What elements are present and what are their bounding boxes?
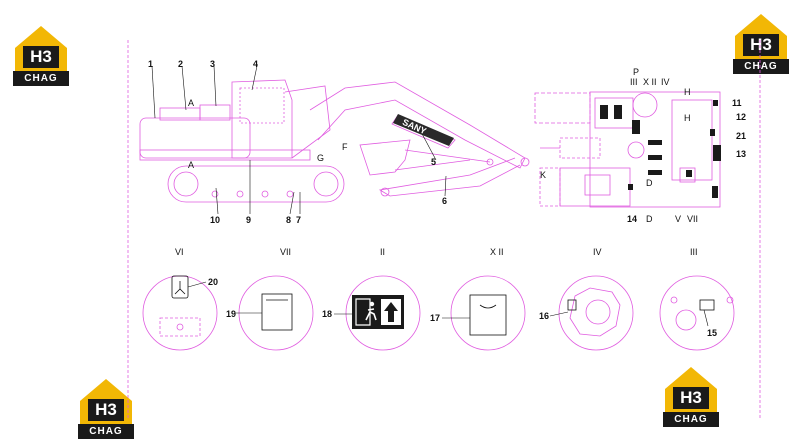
callout-2: 2 [178,59,184,69]
view-mark-d-bottom: D [646,214,653,224]
detail-heading-iv: IV [593,247,602,257]
excavator-top-view [534,91,721,208]
logo-mark: H3 [88,399,124,421]
callout-18: 18 [322,309,333,319]
view-mark-p: P [633,67,640,77]
logo-tag: CHAG [13,71,69,86]
callout-10: 10 [210,215,221,225]
callout-21: 21 [736,131,747,141]
callout-1: 1 [148,59,154,69]
logo-top-left: H3 CHAG [13,24,69,86]
callout-19: 19 [226,309,237,319]
section-mark-g: G [317,153,325,163]
logo-tag: CHAG [78,424,134,439]
detail-heading-ii: II [380,247,386,257]
callout-6: 6 [442,196,448,206]
callout-3: 3 [210,59,216,69]
callout-15: 15 [707,328,718,338]
section-mark-a-top: A [188,98,195,108]
callout-14: 14 [627,214,638,224]
detail-circle-iv [558,275,634,351]
logo-mark: H3 [23,46,59,68]
callout-16: 16 [539,311,550,321]
excavator-side-view [139,79,530,203]
callout-12: 12 [736,112,747,122]
callout-5: 5 [431,157,437,167]
logo-tag: CHAG [733,59,789,74]
view-mark-iv: IV [661,77,670,87]
detail-heading-vi: VI [175,247,184,257]
logo-mark: H3 [673,387,709,409]
logo-top-right: H3 CHAG [733,12,789,74]
boom-brand-band [393,114,454,146]
view-mark-vii: VII [687,214,699,224]
callout-17: 17 [430,313,441,323]
logo-tag: CHAG [663,412,719,427]
callout-13: 13 [736,149,747,159]
leader-lines [151,65,709,327]
detail-heading-xii: X II [490,247,504,257]
view-mark-v: V [675,214,682,224]
callout-7: 7 [296,215,302,225]
detail-circle-ii [345,275,421,351]
logo-mark: H3 [743,34,779,56]
logo-bottom-right: H3 CHAG [663,365,719,427]
detail-heading-iii: III [690,247,698,257]
view-mark-h-mid: H [684,113,691,123]
logo-bottom-left: H3 CHAG [78,377,134,439]
detail-heading-vii: VII [280,247,292,257]
callout-20: 20 [208,277,219,287]
emergency-exit-icon [352,295,404,329]
view-mark-d-mid: D [646,178,653,188]
detail-circle-xii [450,275,526,351]
callout-9: 9 [246,215,252,225]
section-mark-a-bottom: A [188,160,195,170]
detail-circle-iii [659,275,735,351]
view-mark-xii: X II [643,77,657,87]
top-view-decal-marks [600,100,721,198]
view-mark-k: K [540,170,547,180]
view-mark-iii: III [630,77,638,87]
callout-8: 8 [286,215,292,225]
callout-11: 11 [732,98,742,108]
callout-4: 4 [253,59,259,69]
section-mark-f: F [342,142,348,152]
view-mark-h-top: H [684,87,691,97]
